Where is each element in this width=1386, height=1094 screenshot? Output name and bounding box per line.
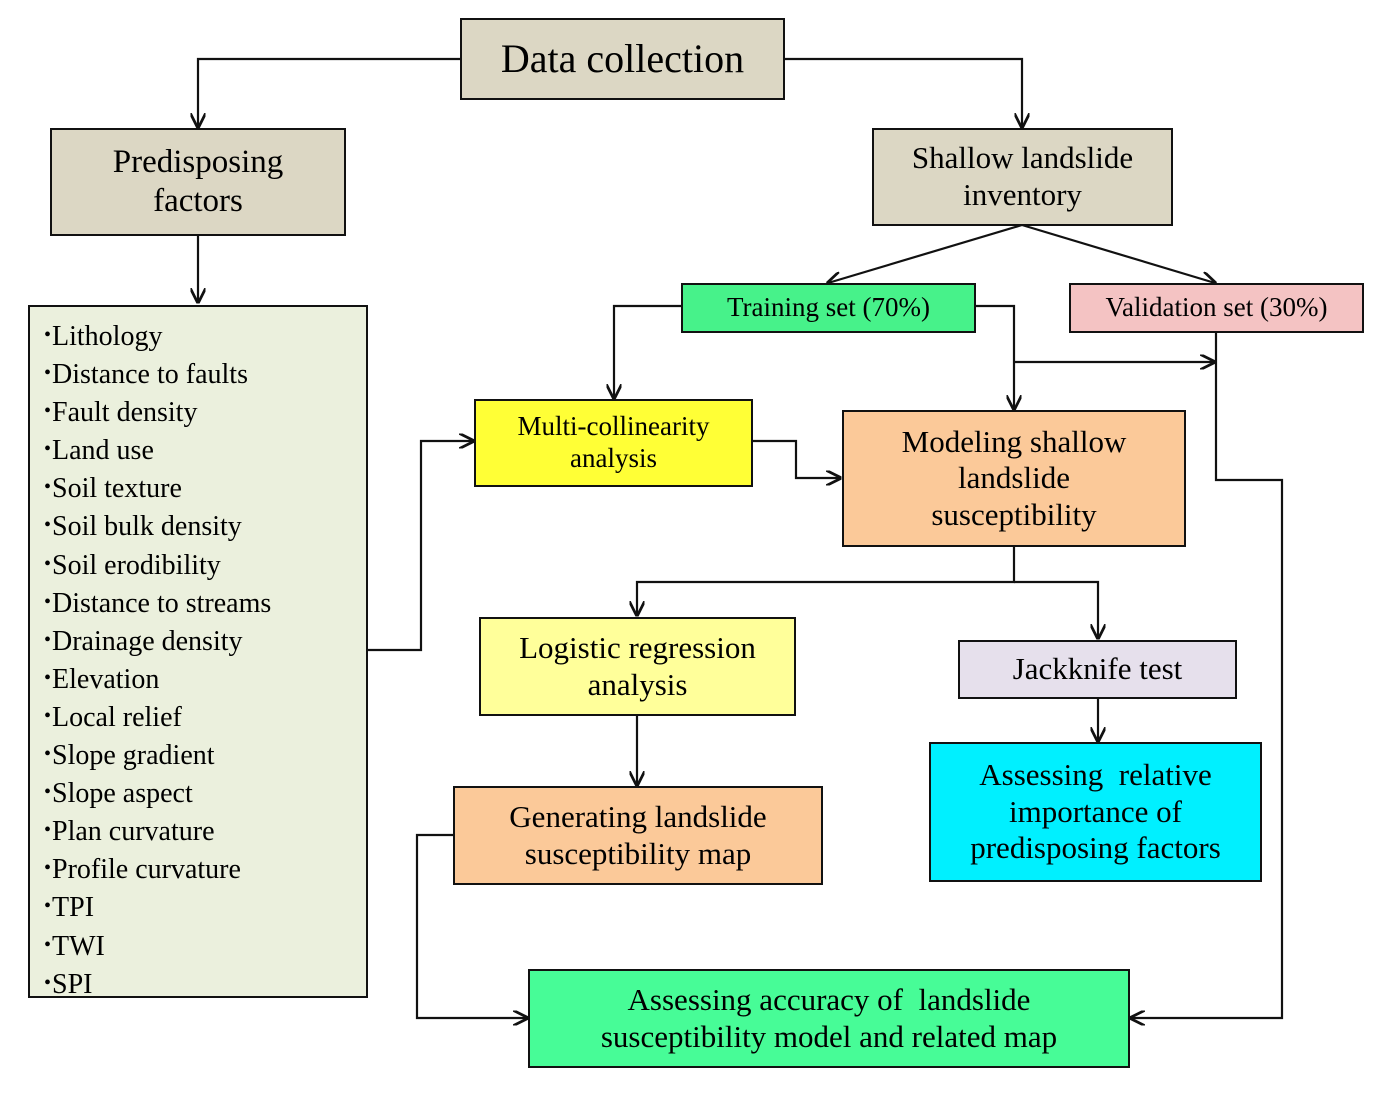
node-jackknife: Jackknife test (958, 640, 1237, 699)
factor-label: Slope gradient (52, 740, 215, 772)
factor-item: •Distance to faults (44, 355, 358, 393)
arrow-list-to-multicollinearity (368, 441, 473, 652)
node-generating-map: Generating landslide susceptibility map (453, 786, 823, 885)
node-multicollinearity-label: Multi-collinearity analysis (517, 411, 710, 473)
factor-item: •Lithology (44, 317, 358, 355)
factor-label: Local relief (52, 701, 182, 733)
factor-label: Fault density (52, 397, 198, 429)
bullet-icon: • (44, 895, 52, 918)
bullet-icon: • (44, 666, 52, 689)
factor-label: Distance to faults (52, 359, 248, 391)
node-predisposing-factors: Predisposing factors (50, 128, 346, 236)
factor-label: TPI (52, 892, 95, 924)
bullet-icon: • (44, 438, 52, 461)
arrow-training-to-multicollinearity (614, 304, 682, 398)
factor-items: •Lithology•Distance to faults•Fault dens… (44, 317, 358, 1003)
factor-item: •Soil bulk density (44, 507, 358, 545)
node-logistic-regression-label: Logistic regression analysis (519, 629, 756, 702)
factor-list: •Lithology•Distance to faults•Fault dens… (28, 305, 368, 1000)
node-assessing-importance: Assessing relative importance of predisp… (929, 742, 1262, 882)
factor-label: Lithology (52, 321, 163, 352)
bullet-icon: • (44, 819, 52, 842)
node-landslide-inventory: Shallow landslide inventory (872, 128, 1173, 226)
arrow-multicollinearity-to-modeling (752, 439, 840, 478)
node-training-set-label: Training set (70%) (727, 292, 930, 323)
bullet-icon: • (44, 514, 52, 537)
factor-item: •TPI (44, 888, 358, 926)
arrow-generating-to-accuracy (415, 833, 527, 1018)
node-jackknife-label: Jackknife test (1012, 651, 1183, 687)
factor-label: Drainage density (52, 625, 243, 657)
node-assessing-accuracy-label: Assessing accuracy of landslide suscepti… (600, 981, 1058, 1054)
arrow-modeling-to-jackknife (1014, 580, 1098, 638)
factor-item: •TWI (44, 927, 358, 965)
factor-label: Plan curvature (52, 816, 215, 848)
factor-item: •Elevation (44, 660, 358, 698)
factor-item: •Soil texture (44, 469, 358, 507)
factor-label: SPI (52, 968, 93, 1000)
arrow-inventory-to-training (828, 223, 1023, 283)
bullet-icon: • (44, 933, 52, 956)
factor-item: •Fault density (44, 393, 358, 431)
node-logistic-regression: Logistic regression analysis (479, 617, 796, 716)
factor-item: •Drainage density (44, 622, 358, 660)
node-modeling: Modeling shallow landslide susceptibilit… (842, 410, 1186, 547)
bullet-icon: • (44, 857, 52, 880)
node-generating-map-label: Generating landslide susceptibility map (509, 798, 767, 871)
bullet-icon: • (44, 781, 52, 804)
factor-item: •Slope aspect (44, 774, 358, 812)
bullet-icon: • (44, 324, 52, 346)
factor-item: •Land use (44, 431, 358, 469)
factor-item: •Profile curvature (44, 850, 358, 888)
arrow-validation-to-accuracy (1131, 332, 1284, 1018)
factor-label: Soil bulk density (52, 511, 242, 543)
node-landslide-inventory-label: Shallow landslide inventory (911, 140, 1134, 212)
factor-label: Land use (52, 435, 154, 467)
bullet-icon: • (44, 628, 52, 651)
arrow-inventory-to-validation (1021, 223, 1215, 283)
factor-label: Elevation (52, 663, 160, 695)
factor-item: •Slope gradient (44, 736, 358, 774)
factor-item: •Soil erodibility (44, 546, 358, 584)
node-modeling-label: Modeling shallow landslide susceptibilit… (901, 423, 1127, 532)
factor-label: Profile curvature (52, 854, 241, 886)
factor-item: •Plan curvature (44, 812, 358, 850)
factor-label: Distance to streams (52, 587, 272, 619)
factor-label: TWI (52, 930, 105, 962)
arrow-data-to-inventory (784, 57, 1022, 127)
arrow-modeling-to-logistic (637, 546, 1016, 615)
node-assessing-importance-label: Assessing relative importance of predisp… (970, 757, 1221, 866)
node-validation-set: Validation set (30%) (1069, 283, 1364, 333)
factor-item: •Distance to streams (44, 584, 358, 622)
bullet-icon: • (44, 476, 52, 499)
node-data-collection: Data collection (460, 18, 785, 100)
node-multicollinearity: Multi-collinearity analysis (474, 399, 753, 487)
factor-label: Soil texture (52, 473, 182, 505)
node-training-set: Training set (70%) (681, 283, 976, 333)
node-assessing-accuracy: Assessing accuracy of landslide suscepti… (528, 969, 1130, 1068)
node-data-collection-label: Data collection (500, 36, 745, 82)
bullet-icon: • (44, 400, 52, 423)
factor-item: •SPI (44, 965, 358, 1003)
bullet-icon: • (44, 552, 52, 575)
factor-label: Soil erodibility (52, 549, 221, 581)
bullet-icon: • (44, 590, 52, 613)
node-predisposing-factors-label: Predisposing factors (112, 144, 284, 219)
node-validation-set-label: Validation set (30%) (1105, 292, 1328, 323)
factor-item: •Local relief (44, 698, 358, 736)
arrow-training-to-modeling (975, 304, 1014, 409)
bullet-icon: • (44, 971, 52, 994)
bullet-icon: • (44, 743, 52, 766)
bullet-icon: • (44, 704, 52, 727)
factor-label: Slope aspect (52, 778, 193, 810)
bullet-icon: • (44, 362, 52, 385)
arrow-data-to-factors (198, 57, 461, 127)
